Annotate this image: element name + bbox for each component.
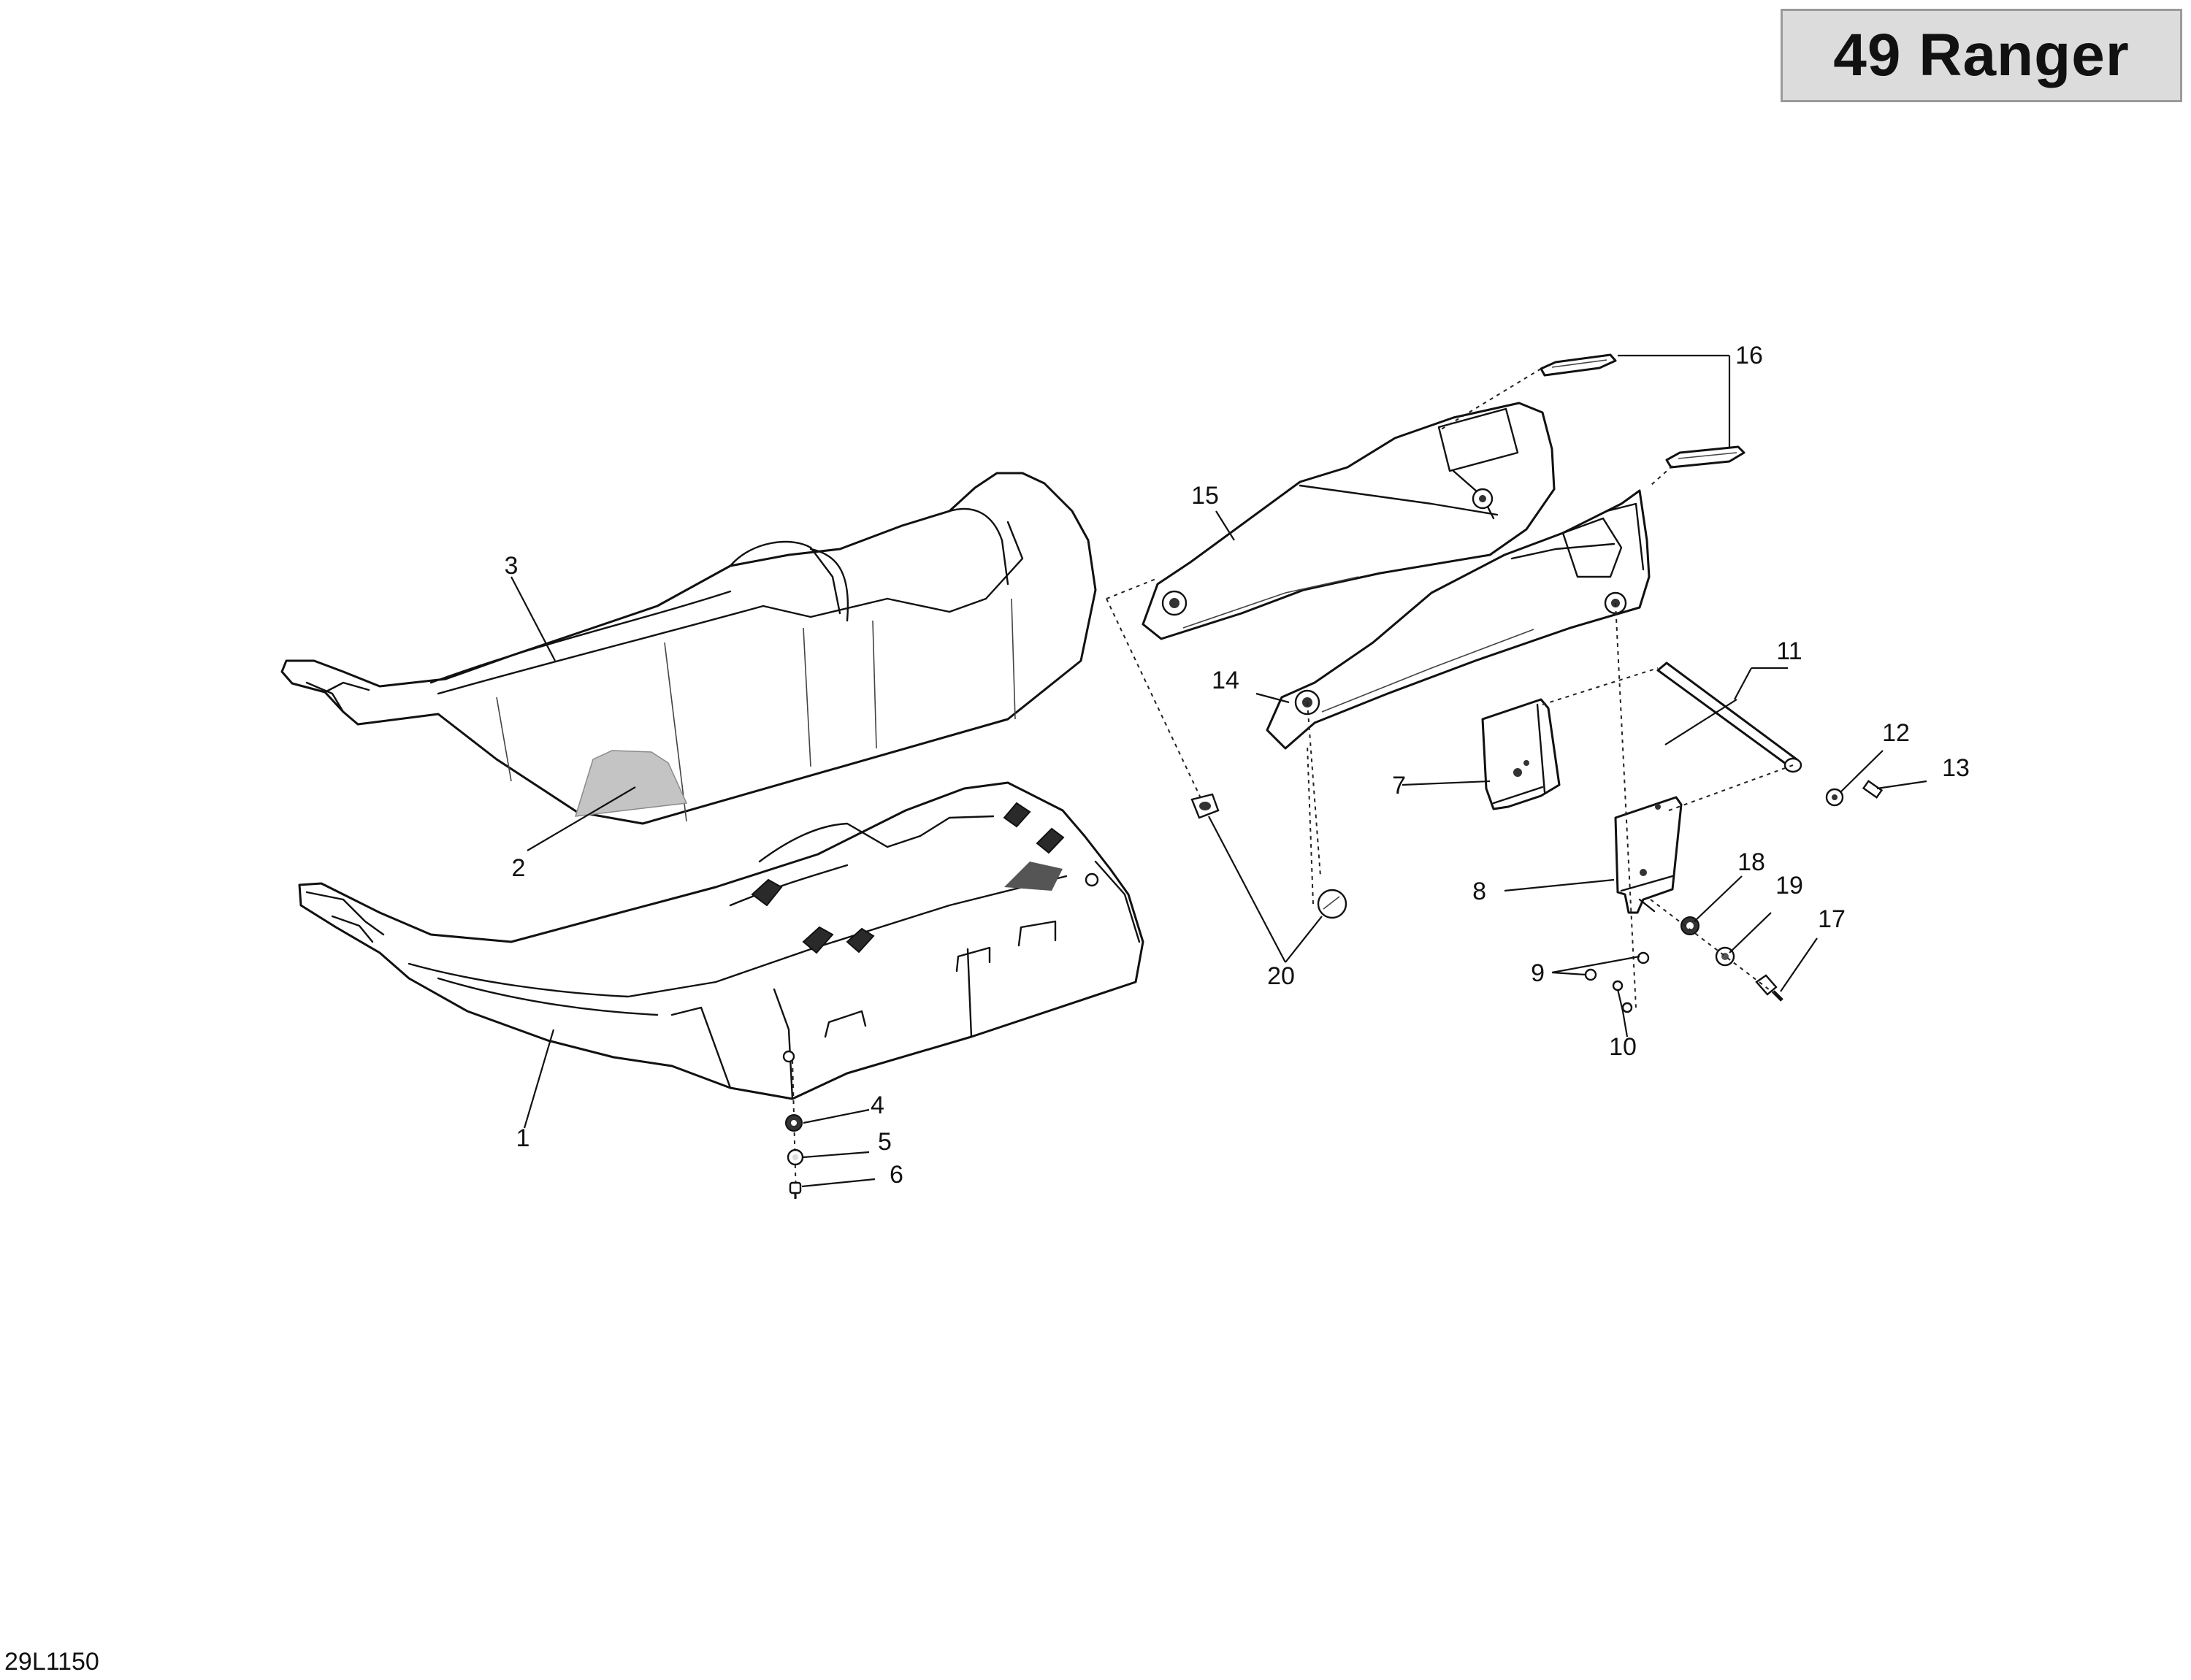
callout-2: 2 [512,854,526,882]
leader-lines [511,354,1927,1188]
callout-labels: 1 2 3 4 5 6 7 8 9 10 11 12 13 14 15 16 1… [505,342,1970,1189]
model-badge-label: 49 Ranger [1833,22,2130,88]
callout-9: 9 [1531,959,1545,987]
callout-8: 8 [1472,878,1486,905]
callout-1: 1 [516,1124,530,1152]
callout-11: 11 [1776,637,1802,665]
callout-6: 6 [890,1161,903,1189]
callout-18: 18 [1737,848,1765,876]
callout-3: 3 [505,552,519,580]
callout-4: 4 [871,1092,884,1119]
bracket-lower [1614,796,1683,914]
callout-17: 17 [1818,905,1846,933]
callout-12: 12 [1882,719,1910,747]
callout-14: 14 [1212,667,1239,694]
model-badge: 49 Ranger [1781,9,2182,102]
upper-side-panel [1142,402,1556,640]
bracket-upper [1481,698,1561,810]
drawing-code: 29L1150 [4,1648,99,1676]
reflectors [1540,353,1745,469]
callout-16: 16 [1735,342,1763,369]
callout-7: 7 [1392,772,1406,799]
support-rod [1656,661,1802,773]
seat-cushion [280,472,1097,825]
callout-19: 19 [1775,872,1803,900]
callout-5: 5 [878,1128,892,1156]
callout-13: 13 [1942,754,1970,782]
assembly-lines [1106,368,1794,1008]
seat-label [574,750,688,817]
seat-base-fastener-stack [785,1059,804,1199]
callout-10: 10 [1609,1033,1637,1061]
callout-15: 15 [1191,482,1219,510]
callout-20: 20 [1267,962,1295,990]
seat-base [298,781,1144,1100]
